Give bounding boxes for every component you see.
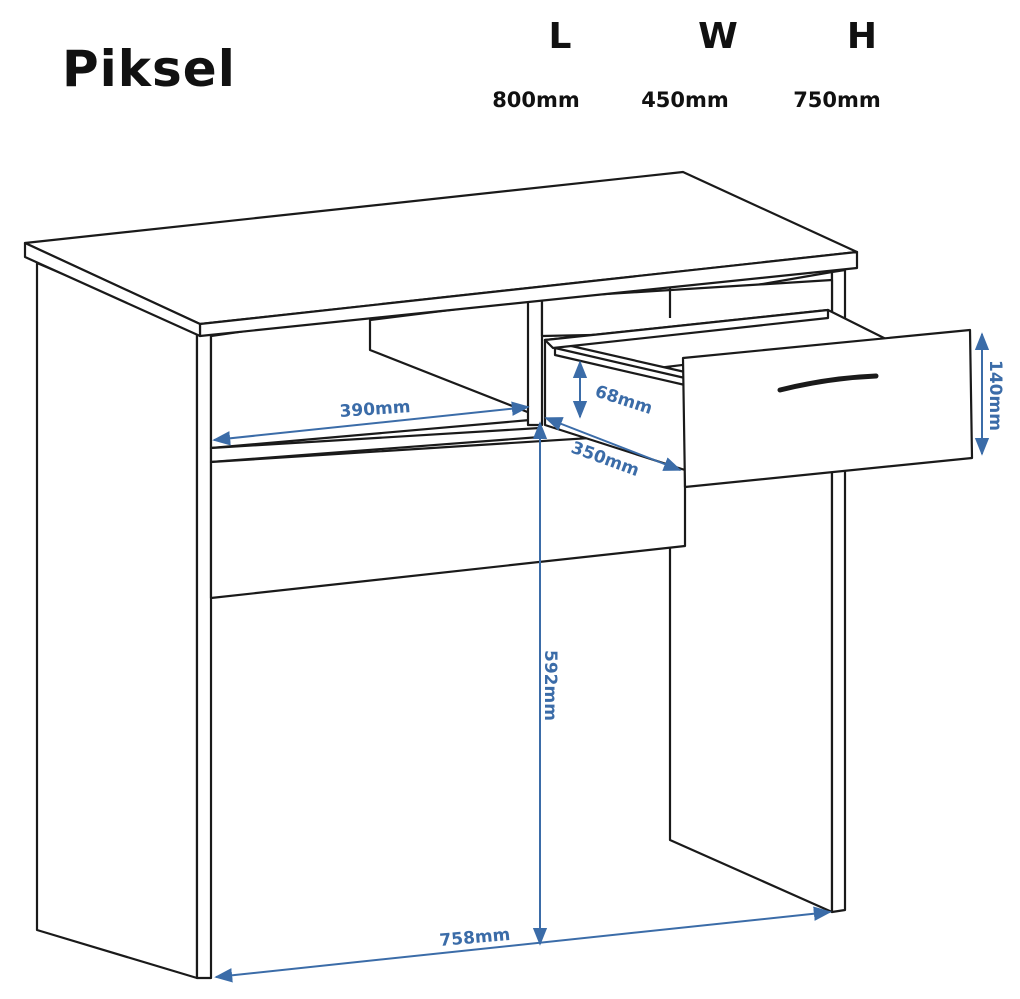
drawer-back [543,308,830,350]
drawer-front-height-label: 140mm [985,360,1005,431]
desk-body [23,170,859,980]
left-side-panel [35,261,199,980]
length-value: 800mm [492,88,580,112]
width-value: 450mm [641,88,729,112]
height-value: 750mm [793,88,881,112]
shelf-width-label: 390mm [339,397,411,422]
desktop-side-edge [23,241,202,338]
length-letter: L [548,16,572,57]
left-panel-front-edge [195,329,213,980]
inner-width-line [214,906,832,983]
drawer-handle-icon [777,373,879,393]
width-letter: W [698,16,738,57]
knee-height-label: 592mm [540,650,560,721]
product-title: Piksel [62,40,236,98]
drawer-front [681,328,974,489]
drawer-depth-line [544,417,682,471]
middle-divider [526,296,544,427]
shelf-width-line [212,401,530,446]
height-letter: H [846,16,878,57]
